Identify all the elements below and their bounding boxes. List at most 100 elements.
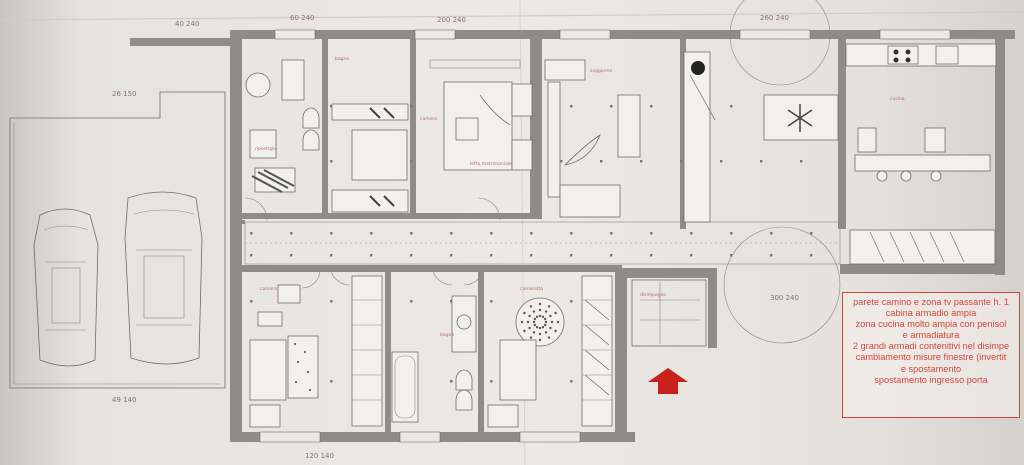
svg-text:letto matrimoniale: letto matrimoniale xyxy=(470,161,512,167)
bathroom-fixtures xyxy=(245,59,320,193)
ceiling-point xyxy=(330,300,333,303)
master-bedroom xyxy=(429,59,533,171)
notes-box: parete camino e zona tv passante h. 1 ca… xyxy=(842,292,1020,418)
study-room xyxy=(331,103,409,213)
ceiling-point xyxy=(570,105,573,108)
carport xyxy=(9,91,226,389)
ceiling-point xyxy=(330,232,333,235)
ceiling-point xyxy=(610,254,613,257)
svg-text:cucina: cucina xyxy=(890,96,905,102)
ceiling-point xyxy=(650,254,653,257)
ceiling-point xyxy=(410,254,413,257)
ceiling-point xyxy=(490,380,493,383)
ceiling-point xyxy=(290,232,293,235)
rug-dot xyxy=(543,317,547,321)
ceiling-point xyxy=(530,232,533,235)
rug-dot xyxy=(541,325,545,329)
ceiling-point xyxy=(410,232,413,235)
svg-text:camera: camera xyxy=(420,116,437,122)
car-icon xyxy=(124,191,203,365)
ceiling-point xyxy=(690,254,693,257)
ceiling-point xyxy=(730,254,733,257)
dim-right: 300 240 xyxy=(770,294,799,302)
rug-dot xyxy=(520,320,524,324)
door-swings xyxy=(244,197,501,289)
ceiling-point xyxy=(330,160,333,163)
ceiling-point xyxy=(570,254,573,257)
corridor xyxy=(244,221,841,265)
rug-dot xyxy=(549,326,552,330)
rug-dot xyxy=(532,310,536,313)
rug-dot xyxy=(538,332,542,336)
ceiling-point xyxy=(450,232,453,235)
ceiling-point xyxy=(730,232,733,235)
rug-dot xyxy=(544,310,548,313)
rug-dot xyxy=(532,331,536,334)
rug-dot xyxy=(547,336,551,339)
bedroom-bottom-left xyxy=(249,275,383,428)
ceiling-point xyxy=(490,232,493,235)
ceiling-point xyxy=(650,232,653,235)
rug-dot xyxy=(538,302,542,306)
dim-top: 260 240 xyxy=(760,14,789,22)
ceiling-point xyxy=(290,254,293,257)
svg-text:ripostiglio: ripostiglio xyxy=(255,146,277,152)
ceiling-point xyxy=(330,254,333,257)
ceiling-point xyxy=(800,160,803,163)
note-line: e spostamento xyxy=(900,363,962,374)
ceiling-point xyxy=(570,300,573,303)
svg-text:camera: camera xyxy=(260,286,277,292)
ceiling-point xyxy=(610,232,613,235)
house-walls xyxy=(130,30,1015,442)
dim-top: 40 240 xyxy=(175,20,200,28)
car-icon xyxy=(33,208,99,367)
svg-text:cameretta: cameretta xyxy=(520,286,543,292)
rug-dot xyxy=(554,329,557,333)
ceiling-point xyxy=(330,105,333,108)
rug-dot xyxy=(538,308,542,312)
ceiling-point xyxy=(600,160,603,163)
ceiling-point xyxy=(730,105,733,108)
ceiling-point xyxy=(450,254,453,257)
svg-text:bagno: bagno xyxy=(335,56,349,62)
ceiling-point xyxy=(560,160,563,163)
rug-dot xyxy=(550,320,554,324)
rug-dot xyxy=(544,320,548,324)
ceiling-point xyxy=(770,254,773,257)
note-line: parete camino e zona tv passante h. 1 xyxy=(853,297,1009,307)
bedroom-bottom-right xyxy=(487,275,613,428)
ceiling-point xyxy=(650,105,653,108)
rug-dot xyxy=(556,320,560,324)
rug-dot xyxy=(528,314,531,318)
note-line: 2 grandi armadi contenitivi nel disimpe xyxy=(852,341,1010,352)
rug-dot xyxy=(523,329,526,333)
rug-dot xyxy=(535,325,539,329)
rug-dot xyxy=(529,305,533,308)
ceiling-point xyxy=(570,232,573,235)
ceiling-point xyxy=(530,254,533,257)
ceiling-point xyxy=(690,232,693,235)
rug-dot xyxy=(538,314,542,318)
rug-dot xyxy=(523,311,526,315)
ceiling-point xyxy=(250,232,253,235)
dim-bottom: 120 140 xyxy=(305,452,334,460)
dim-top: 60 240 xyxy=(290,14,315,22)
ceiling-point xyxy=(370,254,373,257)
ceiling-point xyxy=(640,160,643,163)
ceiling-point xyxy=(760,160,763,163)
note-line: cabina armadio ampia xyxy=(885,308,977,319)
rug-dot xyxy=(543,323,547,327)
svg-text:soggiorno: soggiorno xyxy=(590,68,612,74)
living-room xyxy=(544,51,716,223)
rug-dot xyxy=(532,320,536,324)
ceiling-point xyxy=(610,105,613,108)
dim-top: 200 240 xyxy=(437,16,466,24)
dimension-labels: 40 240 60 240 200 240 260 240 26 150 49 … xyxy=(112,14,799,460)
rug-dot xyxy=(549,314,552,318)
ceiling-point xyxy=(410,105,413,108)
ceiling-point xyxy=(410,300,413,303)
entrance-arrow-icon xyxy=(648,368,688,394)
ceiling-point xyxy=(250,300,253,303)
